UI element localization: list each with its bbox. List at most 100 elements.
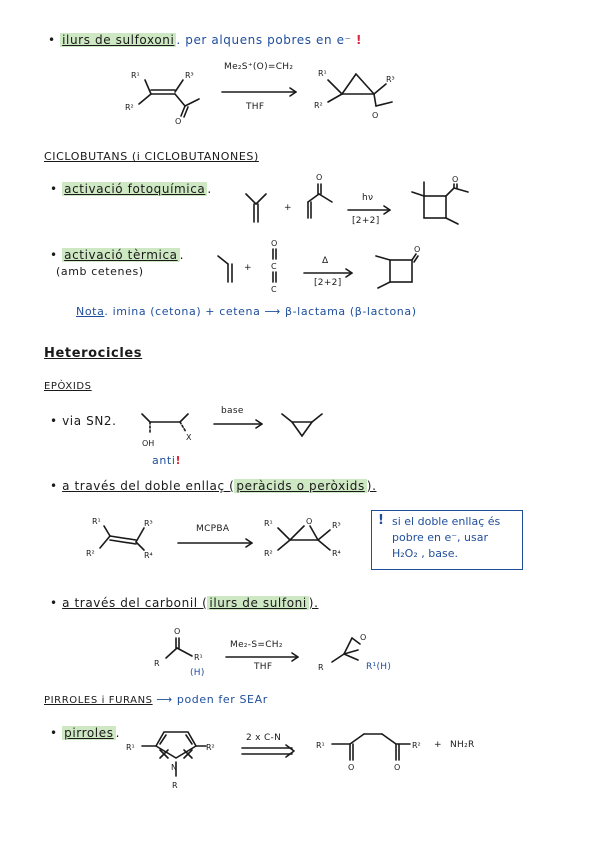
pyrroles-bullet-line: • pirroles. bbox=[50, 726, 120, 740]
nota-text: . imina (cetona) + cetena ⟶ β-lactama (β… bbox=[104, 305, 417, 318]
label-r2: R² bbox=[264, 549, 273, 558]
carbonyl-pre: a través del carbonil ( bbox=[62, 596, 208, 610]
bullet: • bbox=[50, 596, 58, 610]
thermal-rest: . bbox=[179, 248, 185, 262]
pyrrole-plus: + bbox=[434, 740, 442, 750]
label-r1: R¹ bbox=[316, 741, 325, 750]
heterocycles-heading: Heterocicles bbox=[44, 346, 143, 361]
epoxides-heading: EPÒXIDS bbox=[44, 381, 92, 392]
ketene-o: O bbox=[271, 239, 277, 248]
ylide-reagent: Me₂S⁺(O)=CH₂ bbox=[224, 62, 294, 72]
carbonyl-structure: O R R¹ bbox=[154, 627, 203, 668]
sn2-arrow-label: base bbox=[221, 406, 244, 416]
thermal-bottom: [2+2] bbox=[314, 278, 342, 288]
sn2-text: via SN2. bbox=[62, 414, 117, 428]
label-r1: R¹ bbox=[126, 743, 135, 752]
label-r1: R¹ bbox=[131, 71, 140, 80]
pyrrole-reagent: 2 x C-N bbox=[246, 733, 282, 743]
x-label: X bbox=[186, 433, 192, 442]
carbonyl-post: ). bbox=[308, 596, 319, 610]
diketone-structure: R¹ O O R² bbox=[316, 733, 421, 772]
pyrroles-heading-line: PIRROLES i FURANS ⟶ poden fer SEAr bbox=[44, 693, 268, 706]
label-o: O bbox=[452, 175, 458, 184]
label-o: O bbox=[372, 111, 378, 120]
note-box: ! si el doble enllaç és pobre en e⁻, usa… bbox=[371, 510, 523, 570]
bullet: • bbox=[50, 248, 58, 262]
nota-line: Nota. imina (cetona) + cetena ⟶ β-lactam… bbox=[76, 305, 417, 318]
reaction-arrow-1 bbox=[221, 87, 297, 97]
retro-arrow bbox=[241, 744, 295, 758]
label-r: R bbox=[318, 663, 324, 672]
label-r1: R¹ bbox=[194, 653, 203, 662]
photo-bottom: [2+2] bbox=[352, 216, 380, 226]
carbonyl-solvent: THF bbox=[254, 662, 273, 672]
label-r4: R⁴ bbox=[332, 549, 341, 558]
label-o: O bbox=[348, 763, 354, 772]
ketene-c1: C bbox=[271, 262, 277, 271]
thermal-sub: (amb cetenes) bbox=[56, 265, 144, 278]
pyrrole-amine: NH₂R bbox=[450, 740, 475, 750]
note-line3: H₂O₂ , base. bbox=[392, 547, 458, 560]
note-line2: pobre en e⁻, usar bbox=[392, 531, 489, 544]
nota-label: Nota bbox=[76, 305, 105, 318]
ketene-structure: O C C bbox=[271, 239, 277, 294]
label-r1: R¹ bbox=[264, 519, 273, 528]
label-r2: R² bbox=[125, 103, 134, 112]
label-r1: R¹ bbox=[318, 69, 327, 78]
label-o: O bbox=[414, 245, 420, 254]
epoxide-product-2: R¹ R² R³ R⁴ O bbox=[264, 517, 341, 558]
alkene-structure-2 bbox=[217, 255, 233, 283]
label-r2: R² bbox=[206, 743, 215, 752]
label-o: O bbox=[306, 517, 312, 526]
reaction-arrow-4 bbox=[213, 419, 263, 429]
reaction-arrow-5 bbox=[177, 538, 253, 548]
thermal-highlight: activació tèrmica bbox=[62, 248, 180, 262]
label-o: O bbox=[316, 173, 322, 182]
double-bond-line: • a través del doble enllaç (peràcids o … bbox=[50, 479, 377, 493]
pyrroles-highlight: pirroles bbox=[62, 726, 116, 740]
anti-text: anti bbox=[152, 454, 176, 467]
cyclobutanone-product: O bbox=[375, 245, 420, 289]
thermal-bullet-line: • activació tèrmica. bbox=[50, 248, 184, 262]
carbonyl-line: • a través del carbonil (ilurs de sulfon… bbox=[50, 596, 318, 610]
reaction-arrow-3 bbox=[303, 268, 353, 278]
label-r: R bbox=[172, 781, 178, 790]
label-o: O bbox=[174, 627, 180, 636]
double-highlight: peràcids o peròxids bbox=[234, 479, 367, 493]
label-r2: R² bbox=[86, 549, 95, 558]
bullet: • bbox=[50, 182, 58, 196]
label-r3: R³ bbox=[185, 71, 194, 80]
bullet: • bbox=[50, 414, 58, 428]
label-o: O bbox=[360, 633, 366, 642]
double-pre: a través del doble enllaç ( bbox=[62, 479, 235, 493]
carbonyl-highlight: ilurs de sulfoni bbox=[207, 596, 309, 610]
cyclobutanes-heading: CICLOBUTANS (i CICLOBUTANONES) bbox=[44, 150, 259, 163]
label-r3: R³ bbox=[144, 519, 153, 528]
note-line1: si el doble enllaç és bbox=[392, 515, 501, 528]
anti-excl: ! bbox=[175, 454, 182, 467]
photo-plus: + bbox=[284, 203, 292, 213]
ketene-c2: C bbox=[271, 285, 277, 294]
oh-label: OH bbox=[142, 439, 154, 448]
epoxide-r1h: R¹(H) bbox=[366, 662, 392, 672]
cyclobutane-product-1: O bbox=[411, 175, 469, 225]
epoxide-product-3: O R bbox=[318, 633, 366, 672]
mcpba-reagent: MCPBA bbox=[196, 524, 230, 534]
ylide-highlight: ilurs de sulfoxoni bbox=[60, 33, 177, 47]
enone-structure: R¹ R² R³ O bbox=[125, 71, 200, 126]
sn2-bullet-line: • via SN2. bbox=[50, 414, 117, 428]
bullet: • bbox=[50, 726, 58, 740]
ylide-excl: ! bbox=[356, 33, 363, 47]
enone-structure-2: O bbox=[307, 173, 333, 219]
label-r3: R³ bbox=[332, 521, 341, 530]
label-r: R bbox=[154, 659, 160, 668]
carbonyl-reagent: Me₂-S=CH₂ bbox=[230, 640, 283, 650]
alkene-r1-r4: R¹ R² R³ R⁴ bbox=[86, 517, 153, 560]
label-n: N bbox=[171, 763, 177, 772]
epoxide-product-1 bbox=[281, 413, 323, 437]
cyclopropane-product: R¹ R² R³ O bbox=[314, 69, 395, 120]
label-r3: R³ bbox=[386, 75, 395, 84]
note-excl: ! bbox=[378, 513, 384, 528]
pyrroles-rest: . bbox=[115, 726, 120, 740]
label-r4: R⁴ bbox=[144, 551, 153, 560]
